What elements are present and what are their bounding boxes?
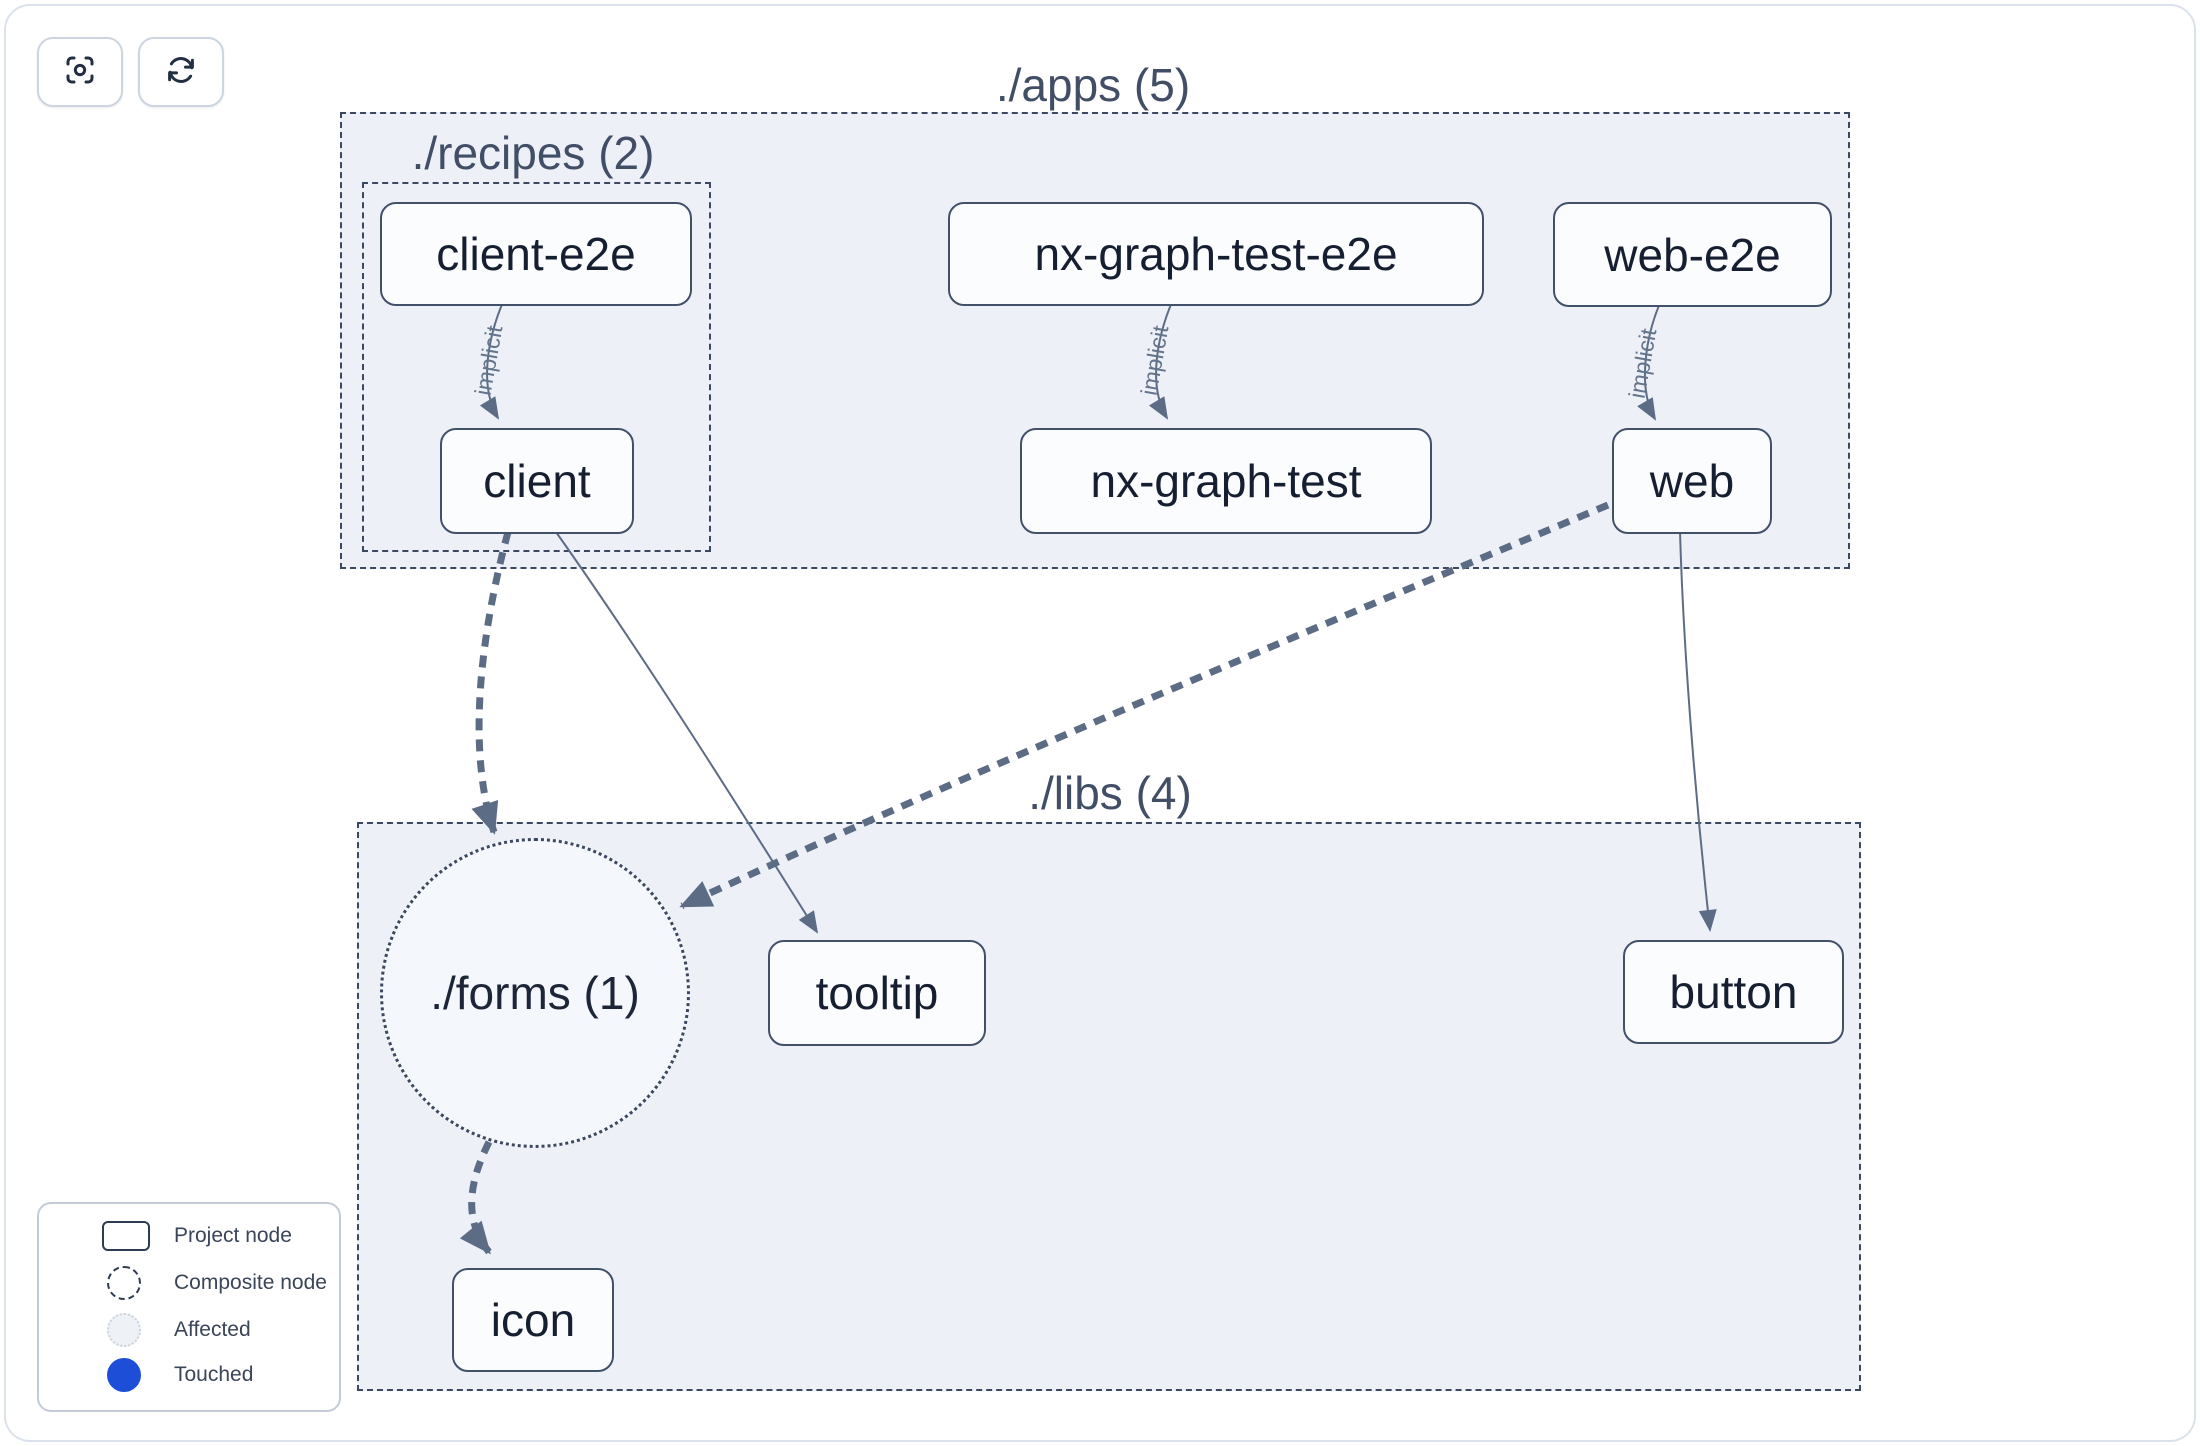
legend-item-project-node: Project node [39,1219,339,1253]
legend: Project node Composite node Affected Tou… [37,1202,341,1412]
legend-label: Composite node [174,1271,327,1294]
legend-item-affected: Affected [39,1313,339,1347]
cluster-recipes-label: ./recipes (2) [411,127,655,179]
node-client[interactable]: client [440,428,634,534]
composite-node-forms[interactable]: ./forms (1) [380,838,690,1148]
refresh-arrows-icon [163,52,199,93]
cluster-apps-label: ./apps (5) [995,59,1191,111]
project-node-swatch-icon [102,1221,150,1251]
legend-label: Project node [174,1224,292,1247]
composite-node-swatch-icon [107,1266,141,1300]
node-button[interactable]: button [1623,940,1844,1044]
node-web-e2e[interactable]: web-e2e [1553,202,1832,307]
zoom-to-fit-button[interactable] [37,37,123,107]
legend-item-composite-node: Composite node [39,1266,339,1300]
focus-frame-icon [62,52,98,93]
node-tooltip[interactable]: tooltip [768,940,986,1046]
node-client-e2e[interactable]: client-e2e [380,202,692,306]
node-nx-graph-test-e2e[interactable]: nx-graph-test-e2e [948,202,1484,306]
node-web[interactable]: web [1612,428,1772,534]
node-icon[interactable]: icon [452,1268,614,1372]
legend-label: Affected [174,1318,251,1341]
cluster-libs-label: ./libs (4) [1028,767,1192,819]
legend-item-touched: Touched [39,1358,339,1392]
legend-label: Touched [174,1363,254,1386]
composite-forms-label: ./forms (1) [430,967,640,1019]
node-nx-graph-test[interactable]: nx-graph-test [1020,428,1432,534]
refresh-button[interactable] [138,37,224,107]
touched-swatch-icon [107,1358,141,1392]
affected-swatch-icon [107,1313,141,1347]
